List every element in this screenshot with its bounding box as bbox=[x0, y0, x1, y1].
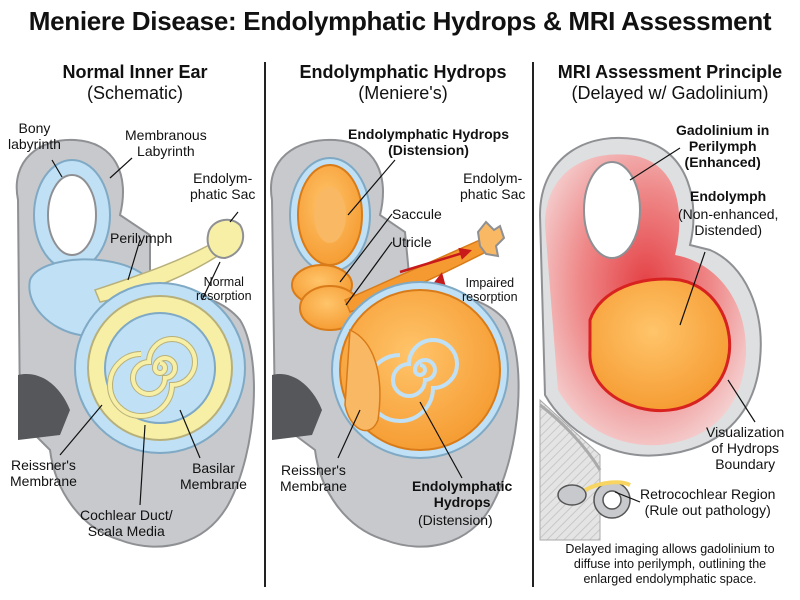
panel-3-heading: MRI Assessment Principle bbox=[557, 62, 783, 82]
label-endolymph: Endolymph bbox=[690, 188, 767, 204]
panel-divider-1 bbox=[264, 62, 266, 587]
label-retrocochlear-region: Retrocochlear Region(Rule out pathology) bbox=[640, 486, 776, 518]
panel-2-title: Endolymphatic Hydrops (Meniere's) bbox=[278, 62, 528, 104]
panel-1-title: Normal Inner Ear (Schematic) bbox=[20, 62, 250, 104]
panel-2-subtitle: (Meniere's) bbox=[358, 83, 448, 103]
label-saccule: Saccule bbox=[392, 206, 442, 222]
panel-3-subtitle: (Delayed w/ Gadolinium) bbox=[571, 83, 769, 103]
endolymph-distended bbox=[588, 277, 732, 413]
panel-1-heading: Normal Inner Ear bbox=[62, 62, 208, 82]
label-cochlear-duct: Cochlear Duct/Scala Media bbox=[80, 507, 173, 539]
label-hydrops-distension-top: Endolymphatic Hydrops(Distension) bbox=[348, 126, 510, 158]
label-endolymphatic-sac-2: Endolym-phatic Sac bbox=[460, 170, 526, 202]
retrocochlear-inset bbox=[539, 398, 601, 541]
panel-2-heading: Endolymphatic Hydrops bbox=[299, 62, 507, 82]
label-endolymphatic-sac-1: Endolym-phatic Sac bbox=[190, 170, 256, 202]
normal-inner-ear-illustration bbox=[15, 138, 255, 548]
endolymphatic-sac-2 bbox=[476, 220, 506, 258]
endolymphatic-sac bbox=[206, 218, 245, 260]
label-utricle: Utricle bbox=[392, 234, 432, 250]
label-perilymph: Perilymph bbox=[110, 230, 173, 246]
panel-3-title: MRI Assessment Principle (Delayed w/ Gad… bbox=[540, 62, 800, 104]
label-endolymph-nonenhanced: (Non-enhanced,Distended) bbox=[678, 206, 779, 238]
panel-1-subtitle: (Schematic) bbox=[86, 83, 184, 103]
page-title: Meniere Disease: Endolymphatic Hydrops &… bbox=[28, 6, 772, 36]
label-hydrops-bottom-distension: (Distension) bbox=[418, 512, 493, 528]
hydrops-illustration bbox=[269, 138, 520, 548]
mri-illustration bbox=[538, 136, 762, 541]
panel-divider-2 bbox=[532, 62, 534, 587]
